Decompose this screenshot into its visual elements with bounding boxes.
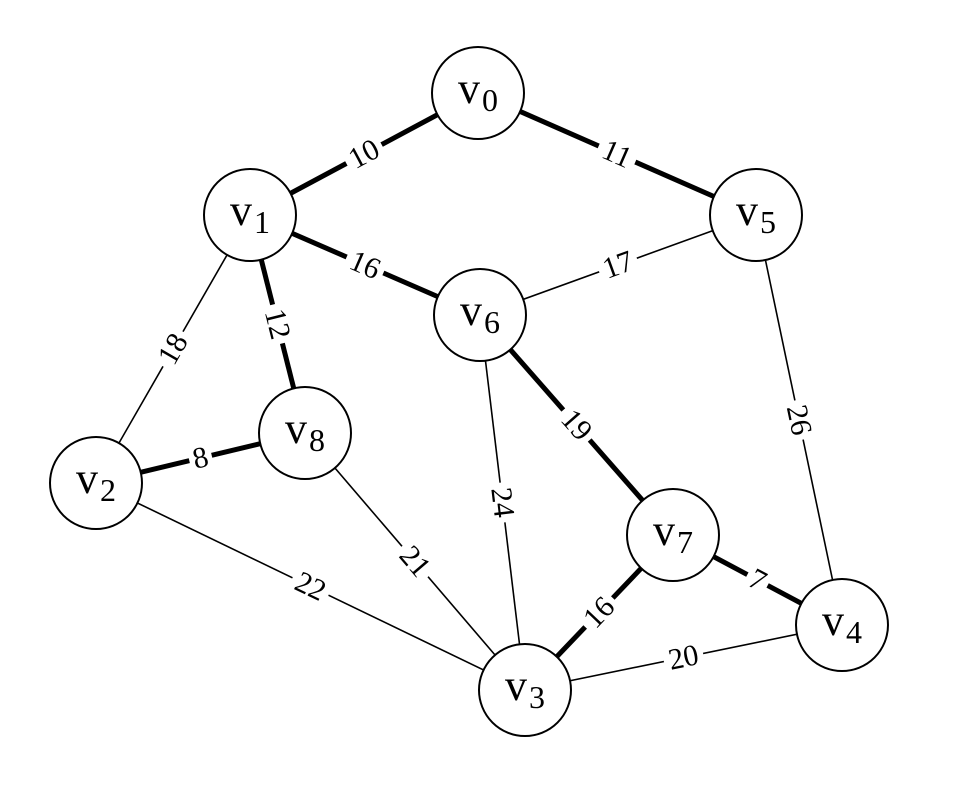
node-label-subscript: 7 [677,524,693,560]
node-circle [203,168,297,262]
edge-weight-background [740,561,775,599]
edge-weight-background [150,324,196,374]
node-v6: v6 [433,268,527,362]
edge-weight-group-v2-v3: 22 [285,564,336,609]
edge-weight-background [390,536,440,587]
edge-weight-background [285,564,336,609]
edge-weight-group-v0-v1: 10 [339,131,389,177]
node-label-letter: v [460,286,482,335]
edge-weight-label: 18 [151,328,195,370]
edge-weight-label: 21 [393,539,438,583]
edge-weight-label: 26 [780,402,818,438]
node-label-letter: v [822,596,844,645]
edge-weight-background [185,440,216,476]
edge-weight-group-v3-v4: 20 [660,638,707,677]
edge-weight-label: 24 [484,486,520,520]
node-label-subscript: 2 [100,472,116,508]
node-label-letter: v [505,661,527,710]
node-label-letter: v [736,186,758,235]
edge-weight-group-v1-v6: 16 [340,243,390,287]
node-circle [258,386,352,480]
edge-weight-group-v2-v8: 8 [185,440,216,476]
edge-weight-group-v0-v5: 11 [592,132,642,176]
edge-weight-background [552,400,601,450]
edge-weight-background [339,131,389,177]
node-label-letter: v [230,186,252,235]
node-label-subscript: 8 [309,422,325,458]
node-label-subscript: 5 [760,204,776,240]
node-circle [478,643,572,737]
edge-weight-group-v1-v8: 12 [258,300,297,348]
node-label-subscript: 0 [482,82,498,118]
edge-weight-background [485,480,520,525]
node-label-subscript: 3 [529,679,545,715]
node-label: v4 [822,596,862,650]
node-v8: v8 [258,386,352,480]
node-circle [433,268,527,362]
node-label-letter: v [285,404,307,453]
node-label-letter: v [653,506,675,555]
edge-weight-background [594,244,642,286]
node-label: v3 [505,661,545,715]
node-circle [49,436,143,530]
edge-weight-background [660,638,707,677]
node-label: v0 [458,64,498,118]
node-label: v8 [285,404,325,458]
edge-weight-group-v8-v3: 21 [390,536,440,587]
node-circle [431,46,525,140]
edge-weight-group-v7-v4: 7 [740,561,775,599]
edge-weight-label: 8 [189,440,211,476]
node-label: v2 [76,454,116,508]
node-label-letter: v [458,64,480,113]
edge-weight-background [592,132,642,176]
node-label-subscript: 1 [254,204,270,240]
edge-weight-group-v5-v4: 26 [780,397,818,443]
node-label-letter: v [76,454,98,503]
edge-weight-background [258,300,297,348]
node-v0: v0 [431,46,525,140]
node-circle [709,168,803,262]
node-v3: v3 [478,643,572,737]
edge-weight-background [780,397,818,443]
node-circle [795,578,889,672]
node-v5: v5 [709,168,803,262]
node-v1: v1 [203,168,297,262]
node-v2: v2 [49,436,143,530]
node-label: v7 [653,506,693,560]
edge-weight-group-v6-v3: 24 [484,480,521,525]
node-circle [626,488,720,582]
edge-weight-group-v5-v6: 17 [594,244,642,286]
node-v4: v4 [795,578,889,672]
node-label: v1 [230,186,270,240]
node-label-subscript: 6 [484,304,500,340]
node-label: v6 [460,286,500,340]
edge-weight-background [574,587,624,638]
edge-weight-group-v1-v2: 18 [150,324,196,374]
edge-weight-label: 20 [665,638,701,676]
edge-weight-background [340,243,390,287]
node-label: v5 [736,186,776,240]
node-v7: v7 [626,488,720,582]
edge-weight-label: 10 [343,132,385,175]
node-label-subscript: 4 [846,614,862,650]
